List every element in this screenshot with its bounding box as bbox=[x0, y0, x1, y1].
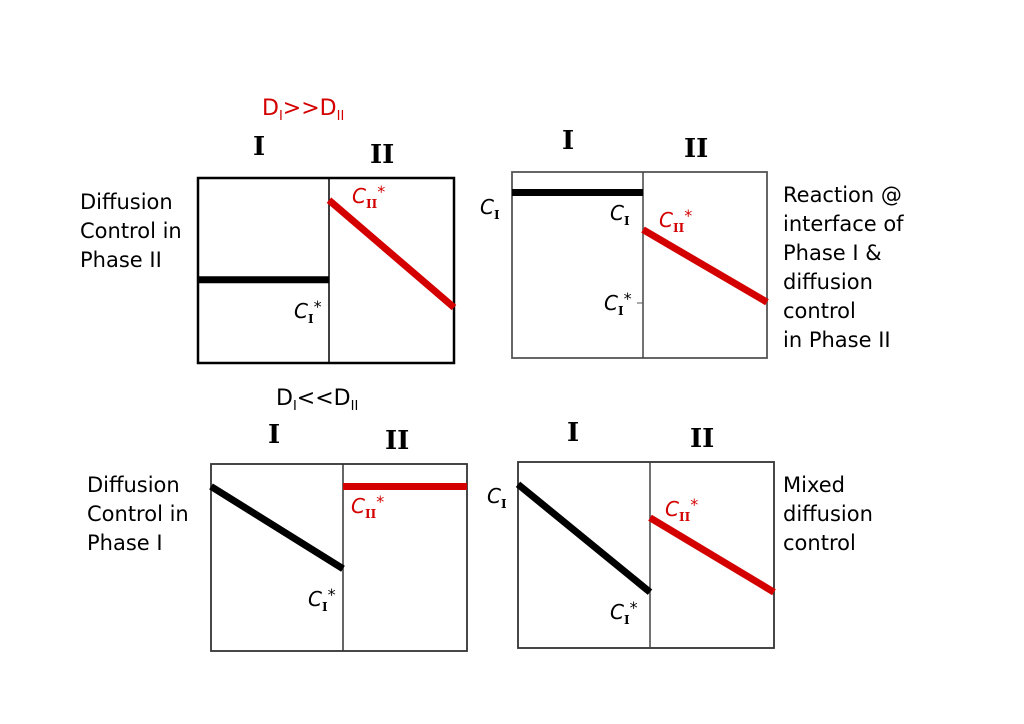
phase-label-br-II: II bbox=[690, 424, 715, 454]
phase-label-bl-II: II bbox=[385, 426, 410, 456]
label-sup: * bbox=[377, 182, 386, 201]
label-sub: I bbox=[617, 304, 624, 318]
label-sub: I bbox=[493, 208, 500, 222]
cond-bottom-op: << bbox=[296, 386, 334, 411]
label-sub: I bbox=[307, 312, 314, 326]
phase-label-br-I: I bbox=[567, 418, 580, 448]
cond-top-base2: D bbox=[319, 96, 337, 121]
label-sub: I bbox=[623, 613, 630, 627]
label-c-II-star: CII* bbox=[665, 495, 698, 524]
label-sub: II bbox=[364, 507, 377, 521]
phase-label-tr-II: II bbox=[684, 134, 709, 164]
label-c-II-star: CII* bbox=[352, 182, 385, 211]
label-base: C bbox=[487, 484, 501, 508]
description-br: Mixed diffusion control bbox=[783, 473, 873, 555]
panel-frame bbox=[517, 461, 775, 649]
description-bl: Diffusion Control in Phase I bbox=[87, 473, 189, 555]
phase-label-tl-II: II bbox=[370, 140, 395, 170]
panel-tr bbox=[511, 171, 769, 359]
label-sup: * bbox=[684, 206, 693, 225]
panel-br bbox=[515, 461, 776, 649]
label-sub: II bbox=[678, 510, 691, 524]
label-c-I-outer: CI bbox=[480, 195, 500, 222]
label-base: C bbox=[610, 600, 624, 624]
label-base: C bbox=[294, 299, 308, 323]
phase-label-tl-I: I bbox=[253, 132, 266, 162]
label-sub: I bbox=[623, 214, 630, 228]
panel-frame bbox=[210, 463, 468, 652]
label-base: C bbox=[659, 208, 673, 232]
cond-bottom-sub2: II bbox=[350, 399, 359, 414]
description-tl: Diffusion Control in Phase II bbox=[80, 190, 182, 272]
phase-I-profile bbox=[515, 481, 653, 595]
cond-top-op: >> bbox=[282, 96, 320, 121]
cond-bottom-base1: D bbox=[276, 386, 293, 411]
panel-frame bbox=[196, 176, 456, 365]
label-c-I-star: CI* bbox=[308, 585, 336, 614]
label-sub: I bbox=[500, 497, 507, 511]
label-sub: II bbox=[672, 221, 685, 235]
label-sub: I bbox=[321, 600, 328, 614]
phase-label-bl-I: I bbox=[268, 420, 281, 450]
panel-tl bbox=[196, 176, 457, 365]
label-sup: * bbox=[690, 495, 699, 514]
cond-top-sub2: II bbox=[336, 109, 345, 124]
label-sup: * bbox=[623, 289, 632, 308]
label-c-I-interface: CI bbox=[610, 201, 630, 228]
label-base: C bbox=[665, 497, 679, 521]
cond-bottom-sub1: I bbox=[292, 399, 297, 414]
condition-heading-top: DI>>DII bbox=[262, 96, 344, 124]
label-base: C bbox=[610, 201, 624, 225]
label-sup: * bbox=[376, 492, 385, 511]
phase-II-profile bbox=[326, 197, 457, 311]
panel-frame bbox=[511, 171, 768, 359]
label-base: C bbox=[480, 195, 494, 219]
description-tr: Reaction @ interface of Phase I & diffus… bbox=[783, 183, 904, 352]
label-base: C bbox=[308, 587, 322, 611]
phase-I-profile bbox=[209, 483, 345, 572]
cond-bottom-base2: D bbox=[333, 386, 351, 411]
label-c-I-star: CI* bbox=[294, 297, 322, 326]
label-c-I-star: CI* bbox=[610, 598, 638, 627]
label-sup: * bbox=[313, 297, 322, 316]
label-c-I-star: CI* bbox=[604, 289, 632, 318]
label-sub: II bbox=[365, 197, 378, 211]
cond-top-base1: D bbox=[262, 96, 279, 121]
label-base: C bbox=[352, 184, 366, 208]
label-c-I-outer: CI bbox=[487, 484, 507, 511]
phase-II-profile bbox=[648, 514, 776, 596]
phase-II-profile bbox=[641, 226, 769, 306]
label-c-II-star: CII* bbox=[659, 206, 692, 235]
cond-top-sub1: I bbox=[278, 109, 283, 124]
label-sup: * bbox=[629, 598, 638, 617]
phase-label-tr-I: I bbox=[562, 126, 575, 156]
condition-heading-bottom: DI<<DII bbox=[276, 386, 358, 414]
panel-bl bbox=[209, 463, 468, 652]
label-base: C bbox=[604, 291, 618, 315]
label-c-II-star: CII* bbox=[351, 492, 384, 521]
label-base: C bbox=[351, 494, 365, 518]
label-sup: * bbox=[327, 585, 336, 604]
